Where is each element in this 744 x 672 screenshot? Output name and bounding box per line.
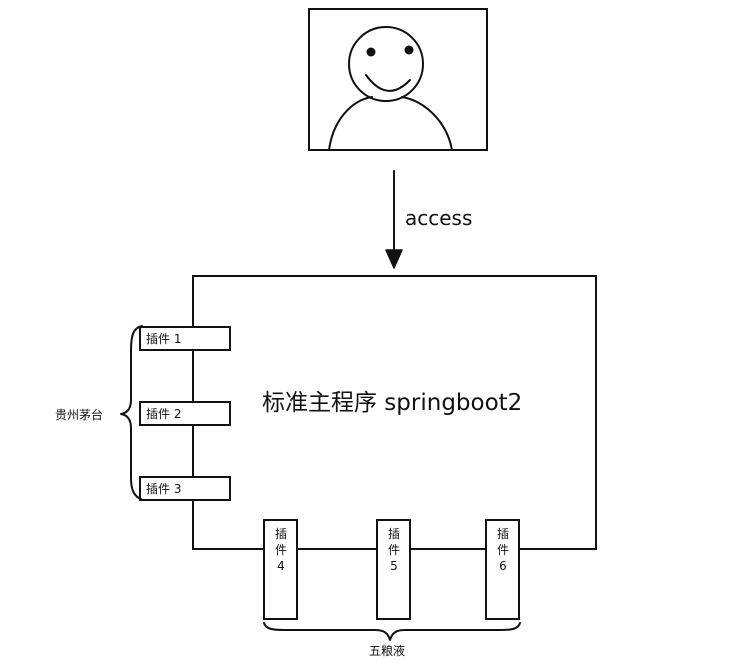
user-left-eye [366, 47, 376, 57]
user-right-eye [404, 45, 414, 55]
user-head [348, 26, 424, 102]
left-curly-brace [120, 325, 144, 501]
plugin-6-box [485, 519, 520, 620]
plugin-5-box [376, 519, 411, 620]
main-program-box [192, 275, 597, 550]
plugin-4: 插 件 4 [263, 519, 298, 620]
plugin-6: 插 件 6 [485, 519, 520, 620]
bottom-group-label: 五粮液 [369, 643, 405, 658]
bottom-curly-brace [263, 622, 521, 641]
arrow-label: access [405, 206, 472, 230]
main-program-label: 标准主程序 springboot2 [262, 390, 522, 416]
plugin-2: 插件 2 [139, 401, 231, 426]
plugin-6-line-1: 插 [497, 527, 509, 541]
plugin-1: 插件 1 [139, 326, 231, 351]
user-avatar [308, 8, 488, 151]
plugin-4-line-3: 4 [277, 559, 285, 573]
plugin-4-line-1: 插 [275, 527, 287, 541]
plugin-5-line-1: 插 [388, 527, 400, 541]
user-frame [308, 8, 488, 151]
plugin-2-label: 插件 2 [146, 407, 181, 421]
plugin-1-box [139, 326, 231, 351]
plugin-2-box [139, 401, 231, 426]
plugin-4-box [263, 519, 298, 620]
left-group: 贵州茅台 [55, 325, 144, 501]
plugin-4-line-2: 件 [275, 543, 287, 557]
plugin-3-label: 插件 3 [146, 482, 181, 496]
left-group-label: 贵州茅台 [55, 407, 103, 422]
bottom-group: 五粮液 [263, 622, 521, 658]
plugin-6-line-3: 6 [499, 559, 507, 573]
arrow-head-icon [385, 249, 403, 269]
user-shoulders [328, 96, 453, 151]
plugin-1-label: 插件 1 [146, 332, 181, 346]
bottom-plugins: 插 件 4 插 件 5 插 件 6 [263, 519, 520, 620]
user-smile [365, 74, 411, 92]
access-arrow: access [385, 170, 472, 269]
plugin-6-line-2: 件 [497, 543, 509, 557]
left-plugins: 插件 1 插件 2 插件 3 [139, 326, 231, 501]
main-program: 标准主程序 springboot2 [192, 275, 597, 550]
plugin-3-box [139, 476, 231, 501]
plugin-5-line-2: 件 [388, 543, 400, 557]
plugin-5-line-3: 5 [390, 559, 398, 573]
plugin-3: 插件 3 [139, 476, 231, 501]
plugin-5: 插 件 5 [376, 519, 411, 620]
smiley-user-icon [328, 26, 453, 151]
